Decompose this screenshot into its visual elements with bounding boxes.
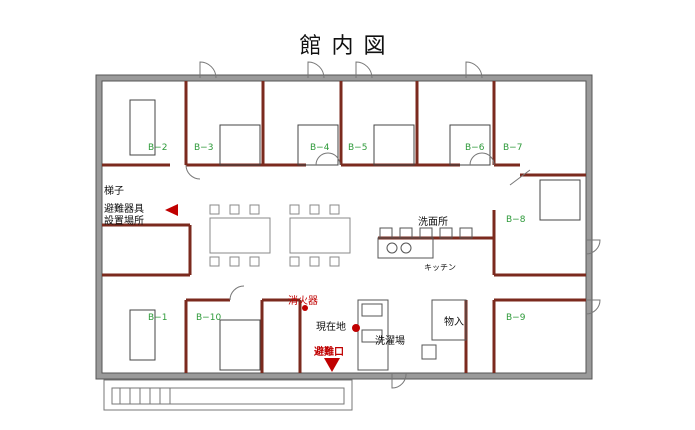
evac-equipment-label-2: 設置場所: [104, 216, 144, 227]
room-label-b6: B−6: [465, 143, 485, 153]
laundry-fixtures: [357, 299, 467, 371]
laundry-label: 洗濯場: [375, 336, 405, 347]
room-label-b5: B−5: [348, 143, 368, 153]
doors: [185, 61, 601, 389]
current-location-label: 現在地: [316, 322, 346, 333]
storage-label: 物入: [444, 317, 464, 328]
exterior-walls: [96, 75, 592, 379]
room-label-b8: B−8: [506, 215, 526, 225]
balcony: [103, 379, 353, 411]
room-label-b9: B−9: [506, 313, 526, 323]
current-location-dot: [352, 324, 360, 332]
evac-equipment-marker: [165, 204, 178, 216]
kitchen-label: キッチン: [424, 263, 456, 272]
room-label-b4: B−4: [310, 143, 330, 153]
extinguisher-dot: [302, 305, 308, 311]
room-label-b3: B−3: [194, 143, 214, 153]
extinguisher-label: 消火器: [288, 296, 318, 307]
washroom-fixtures: [377, 227, 473, 259]
room-label-b1: B−1: [148, 313, 168, 323]
dining-tables: [209, 204, 351, 267]
stairs-label: 梯子: [104, 182, 124, 197]
page-title: 館内図: [299, 34, 396, 59]
room-label-b10: B−10: [196, 313, 222, 323]
room-label-b2: B−2: [148, 143, 168, 153]
evac-equipment-label-1: 避難器具: [104, 204, 144, 215]
exit-arrow: [324, 358, 340, 372]
washroom-label: 洗面所: [418, 217, 448, 228]
exit-label: 避難口: [314, 347, 344, 358]
closets: [129, 99, 581, 371]
wall-inner-lines: [95, 74, 593, 380]
room-label-b7: B−7: [503, 143, 523, 153]
